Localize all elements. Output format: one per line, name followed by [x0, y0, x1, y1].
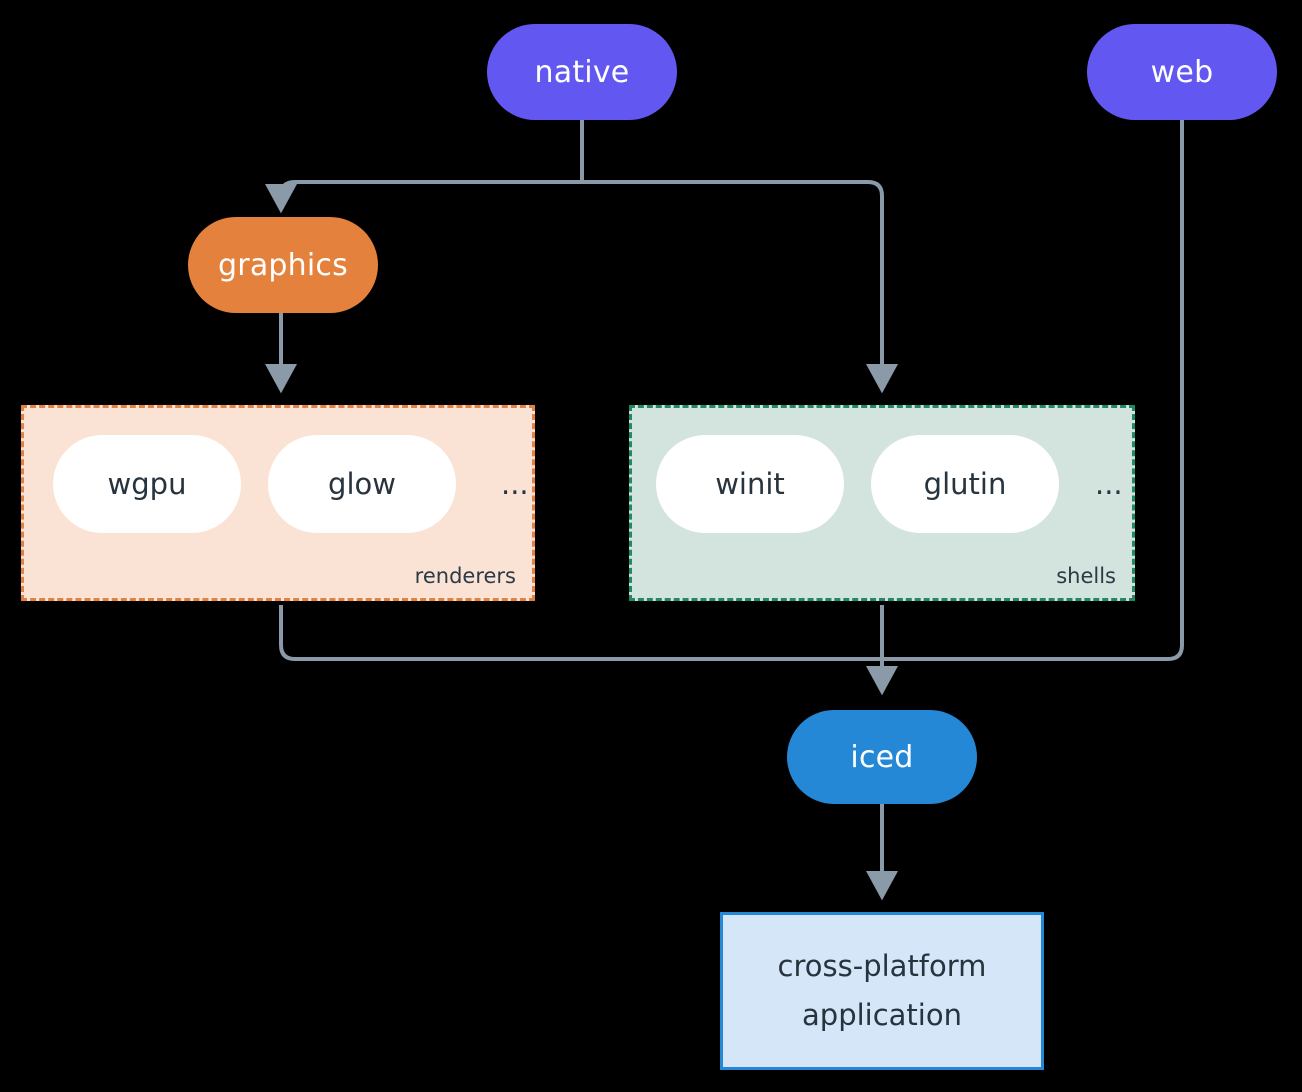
node-graphics[interactable]: graphics — [188, 217, 378, 313]
edge-renderers-to-iced — [279, 605, 882, 661]
group-shells: winit glutin ... shells — [629, 405, 1135, 601]
edge-native-to-shells — [582, 180, 898, 394]
edge-native-to-graphics — [265, 180, 582, 214]
node-graphics-label: graphics — [218, 247, 348, 283]
node-winit-label: winit — [715, 467, 785, 501]
node-iced-label: iced — [850, 739, 914, 775]
shells-overflow-ellipsis: ... — [1095, 467, 1123, 501]
node-web-label: web — [1150, 54, 1214, 90]
node-wgpu[interactable]: wgpu — [53, 435, 241, 533]
group-renderers-label: renderers — [414, 564, 516, 588]
node-native[interactable]: native — [487, 24, 677, 120]
node-native-label: native — [534, 54, 630, 90]
group-renderers: wgpu glow ... renderers — [21, 405, 535, 601]
node-iced[interactable]: iced — [787, 710, 977, 804]
application-label-line2: application — [802, 998, 962, 1032]
node-glow-label: glow — [328, 467, 396, 501]
application-label-line1: cross-platform — [777, 948, 987, 983]
renderers-overflow-ellipsis: ... — [501, 467, 529, 501]
node-glow[interactable]: glow — [268, 435, 456, 533]
group-shells-label: shells — [1056, 564, 1116, 588]
node-glutin-label: glutin — [923, 467, 1007, 501]
node-wgpu-label: wgpu — [107, 467, 187, 501]
node-winit[interactable]: winit — [656, 435, 844, 533]
node-web[interactable]: web — [1087, 24, 1277, 120]
node-glutin[interactable]: glutin — [871, 435, 1059, 533]
node-cross-platform-application[interactable]: cross-platform application — [720, 912, 1044, 1070]
